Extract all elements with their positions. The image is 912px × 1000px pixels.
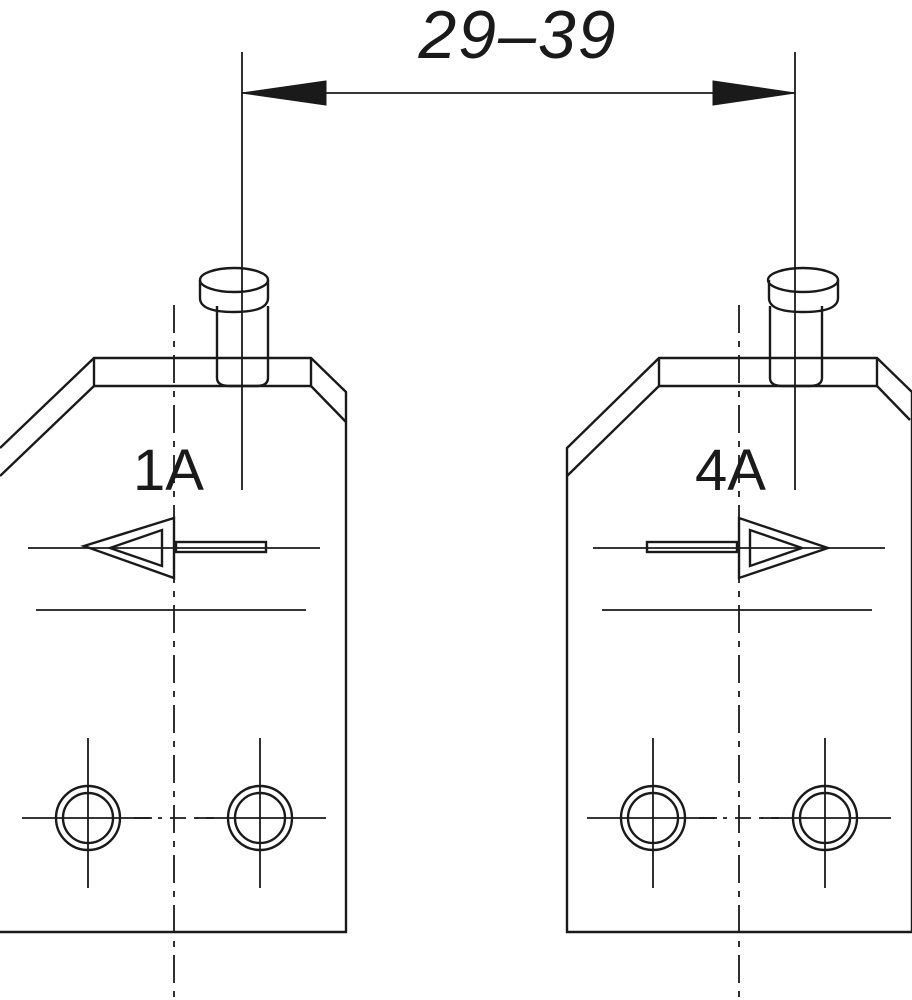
part-label: 4A [695,438,766,503]
pin [766,266,840,388]
dimension-arrowhead-right [712,80,796,106]
dimension-arrowhead-left [241,80,327,106]
mounting-hole-icon [761,738,891,888]
part-1a: 1A [0,266,348,1000]
dimension-annotation: 29–39 [241,0,796,490]
dimension-text: 29–39 [417,0,617,73]
part-body-outline [0,356,348,934]
mounting-hole-icon [587,738,717,888]
part-label: 1A [133,438,204,503]
direction-arrow-icon [28,516,320,580]
mounting-hole-icon [196,738,326,888]
part-top-bevel-line [876,385,911,421]
part-4a: 4A [565,266,912,1000]
pin [198,266,270,388]
mounting-hole-icon [22,738,152,888]
part-top-bevel-line [566,385,660,477]
part-top-bevel-line [310,385,347,423]
direction-arrow-icon [593,516,885,580]
part-top-bevel-line [0,385,95,477]
